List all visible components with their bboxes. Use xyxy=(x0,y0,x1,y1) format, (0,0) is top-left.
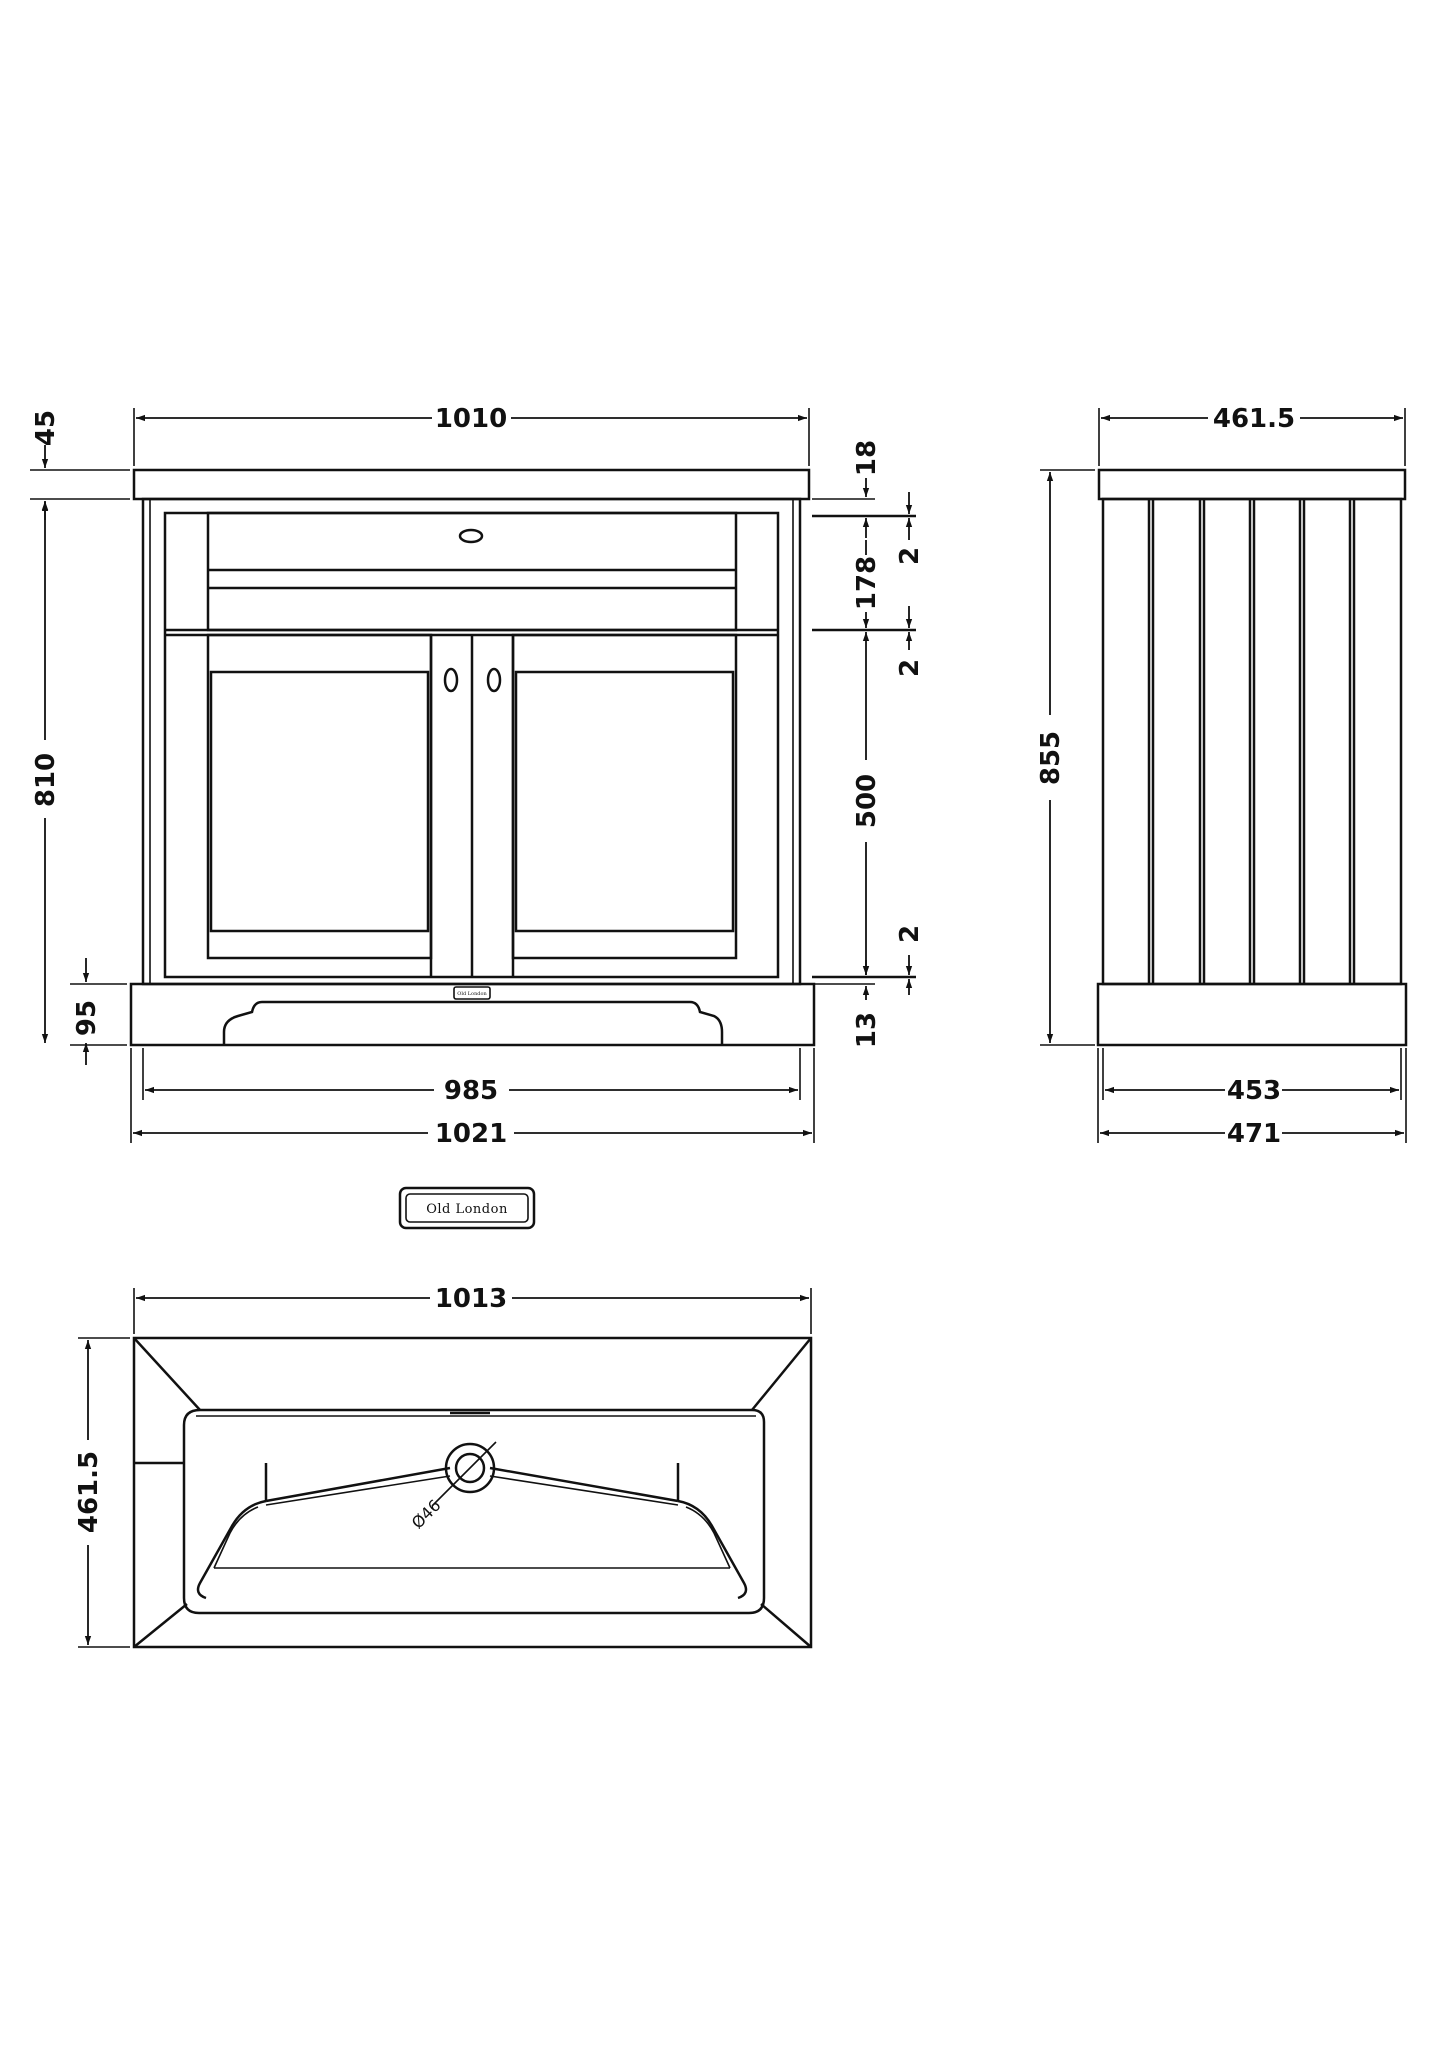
dim-side-height: 855 xyxy=(1036,731,1066,785)
waste-outlet-inner xyxy=(454,1452,486,1484)
dim-basin-lip: 18 xyxy=(852,440,882,476)
bowl-corner-line xyxy=(760,1603,812,1648)
logo-text: Old London xyxy=(426,1202,508,1217)
side-plinth xyxy=(1096,982,1408,1047)
side-top-outline xyxy=(1097,468,1407,501)
dim-top-thickness: 45 xyxy=(31,410,61,446)
basin-curve xyxy=(677,1499,748,1600)
door-handle-icon xyxy=(443,667,459,693)
bowl-corner-line xyxy=(133,1603,188,1648)
basin-slope-line xyxy=(265,1466,679,1503)
dim-side-depth-body: 453 xyxy=(1227,1076,1281,1106)
basin-top-outline xyxy=(132,468,811,501)
door-handle-icon xyxy=(486,667,502,693)
badge-text: Old London xyxy=(457,991,487,997)
dim-door-height: 500 xyxy=(852,774,882,828)
basin-curve xyxy=(685,1506,731,1569)
front-view: Old London xyxy=(129,468,816,1047)
basin-curve xyxy=(213,1506,259,1569)
side-dimensions: 461.5 855 453 471 xyxy=(1036,404,1407,1149)
right-door-panel xyxy=(514,670,735,933)
side-carcass xyxy=(1101,497,1403,986)
right-door xyxy=(511,633,738,960)
old-london-badge xyxy=(453,986,491,1000)
dim-plan-width: 1013 xyxy=(435,1284,507,1314)
front-dimensions: 1010 45 810 95 985 1021 xyxy=(30,404,925,1149)
bowl-corner-line xyxy=(751,1337,812,1411)
dim-gap-middle: 2 xyxy=(895,659,925,677)
plan-dimensions: 1013 461.5 xyxy=(74,1284,812,1648)
dim-plan-depth: 461.5 xyxy=(74,1451,104,1533)
bowl-corner-line xyxy=(133,1337,201,1411)
waste-outlet-icon xyxy=(444,1442,496,1494)
basin-curve xyxy=(196,1499,267,1600)
tap-hole xyxy=(458,528,484,544)
dim-front-width-top: 1010 xyxy=(435,404,507,434)
dim-plinth-gap: 13 xyxy=(852,1012,882,1048)
plan-view: Ø46 xyxy=(132,1336,813,1649)
basin-slope-line xyxy=(265,1475,679,1506)
old-london-logo: Old London xyxy=(398,1186,536,1230)
basin-bowl-outline xyxy=(182,1408,766,1615)
dim-gap-lower: 2 xyxy=(895,925,925,943)
dim-base-width: 1021 xyxy=(435,1119,507,1149)
dim-plinth-width: 985 xyxy=(444,1076,498,1106)
plinth-outline xyxy=(129,982,816,1047)
left-door xyxy=(206,633,433,960)
dim-gap-upper: 2 xyxy=(895,547,925,565)
dim-waste-diameter: Ø46 xyxy=(408,1496,445,1533)
left-door-panel xyxy=(209,670,430,933)
dim-drawer-height: 178 xyxy=(852,556,882,610)
dim-plinth-height: 95 xyxy=(72,1000,102,1036)
plinth-cutout xyxy=(222,1000,724,1045)
dim-side-depth-top: 461.5 xyxy=(1213,404,1295,434)
dim-side-depth-base: 471 xyxy=(1227,1119,1281,1149)
basin-plan-outline xyxy=(132,1336,813,1649)
side-view xyxy=(1096,468,1408,1047)
dim-cabinet-height: 810 xyxy=(31,753,61,807)
